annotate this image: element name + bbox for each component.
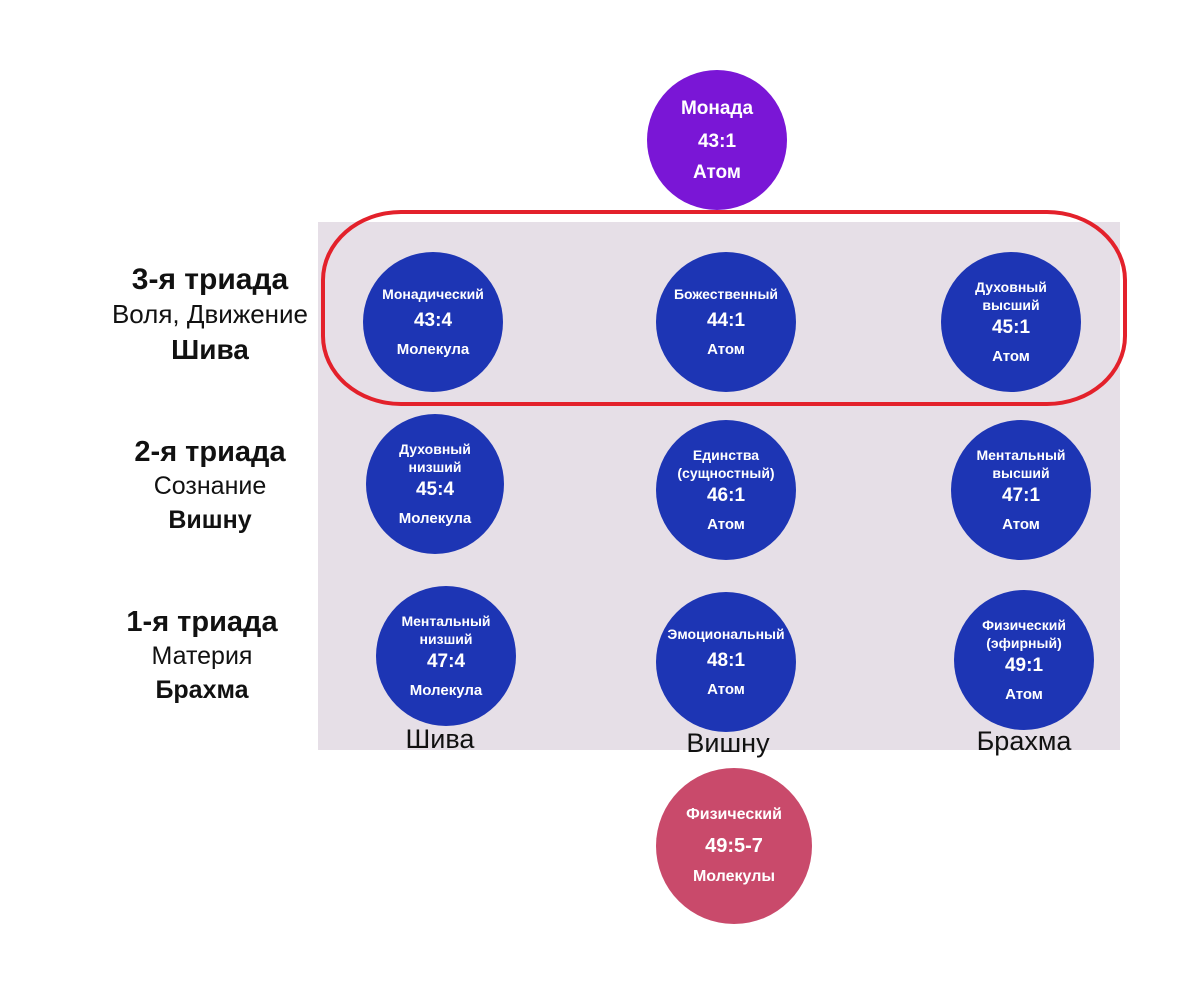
plane-kind: Атом <box>992 348 1030 365</box>
monad-kind: Атом <box>693 162 741 183</box>
triad-1-subtitle: Материя <box>151 642 253 670</box>
column-label-shiva: Шива <box>405 724 475 754</box>
plane-code: 46:1 <box>706 485 746 506</box>
plane-code: 45:1 <box>991 317 1031 338</box>
triad-3-subtitle: Воля, Движение <box>111 299 309 329</box>
triad-2-deity: Вишну <box>168 506 252 534</box>
plane-code: 47:4 <box>426 651 466 672</box>
plane-code: 45:4 <box>415 479 455 500</box>
plane-name: Духовный низший <box>399 441 471 475</box>
monad-code: 43:1 <box>697 131 737 152</box>
plane-name: Ментальный высший <box>976 447 1066 481</box>
triad-3-label: 3-я триада Воля, Движение Шива <box>80 262 340 370</box>
triad-1-label: 1-я триада Материя Брахма <box>72 604 332 708</box>
physical-kind: Молекулы <box>692 868 776 885</box>
triad-2-subtitle: Сознание <box>153 472 267 500</box>
plane-kind: Атом <box>1002 516 1040 533</box>
triad-1-title: 1-я триада <box>126 606 278 638</box>
plane-name: Единства (сущностный) <box>677 447 775 481</box>
plane-kind: Атом <box>707 681 745 698</box>
triad-3-highlight <box>321 210 1127 406</box>
monad-name: Монада <box>680 98 754 119</box>
plane-kind: Молекула <box>409 682 483 699</box>
plane-circle-47-4: Ментальный низший 47:4 Молекула <box>376 586 516 726</box>
plane-name: Ментальный низший <box>401 613 491 647</box>
plane-kind: Атом <box>707 516 745 533</box>
plane-kind: Атом <box>1005 686 1043 703</box>
physical-code: 49:5-7 <box>705 835 763 857</box>
plane-name: Монадический <box>382 286 484 302</box>
plane-code: 48:1 <box>706 650 746 671</box>
monad-circle: Монада 43:1 Атом <box>647 70 787 210</box>
triad-3-title: 3-я триада <box>131 263 289 296</box>
plane-name: Духовный высший <box>975 279 1047 313</box>
plane-kind: Молекула <box>398 510 472 527</box>
plane-circle-47-1: Ментальный высший 47:1 Атом <box>951 420 1091 560</box>
plane-name: Божественный <box>673 286 779 302</box>
plane-circle-44-1: Божественный 44:1 Атом <box>656 252 796 392</box>
plane-circle-49-1: Физический (эфирный) 49:1 Атом <box>954 590 1094 730</box>
triad-2-title: 2-я триада <box>134 436 286 468</box>
plane-code: 47:1 <box>1001 485 1041 506</box>
plane-kind: Молекула <box>396 341 470 358</box>
plane-name: Эмоциональный <box>667 626 785 642</box>
plane-circle-48-1: Эмоциональный 48:1 Атом <box>656 592 796 732</box>
plane-circle-46-1: Единства (сущностный) 46:1 Атом <box>656 420 796 560</box>
plane-code: 49:1 <box>1004 655 1044 676</box>
column-label-brahma: Брахма <box>976 726 1072 756</box>
plane-code: 43:4 <box>413 310 453 331</box>
plane-kind: Атом <box>707 341 745 358</box>
triad-2-label: 2-я триада Сознание Вишну <box>80 434 340 538</box>
triad-3-deity: Шива <box>171 334 249 365</box>
physical-name: Физический <box>686 806 782 823</box>
physical-circle: Физический 49:5-7 Молекулы <box>656 768 812 924</box>
plane-circle-45-4: Духовный низший 45:4 Молекула <box>366 414 504 554</box>
plane-name: Физический (эфирный) <box>982 617 1066 651</box>
column-label-vishnu: Вишну <box>686 728 770 758</box>
plane-code: 44:1 <box>706 310 746 331</box>
triad-1-deity: Брахма <box>155 676 249 704</box>
